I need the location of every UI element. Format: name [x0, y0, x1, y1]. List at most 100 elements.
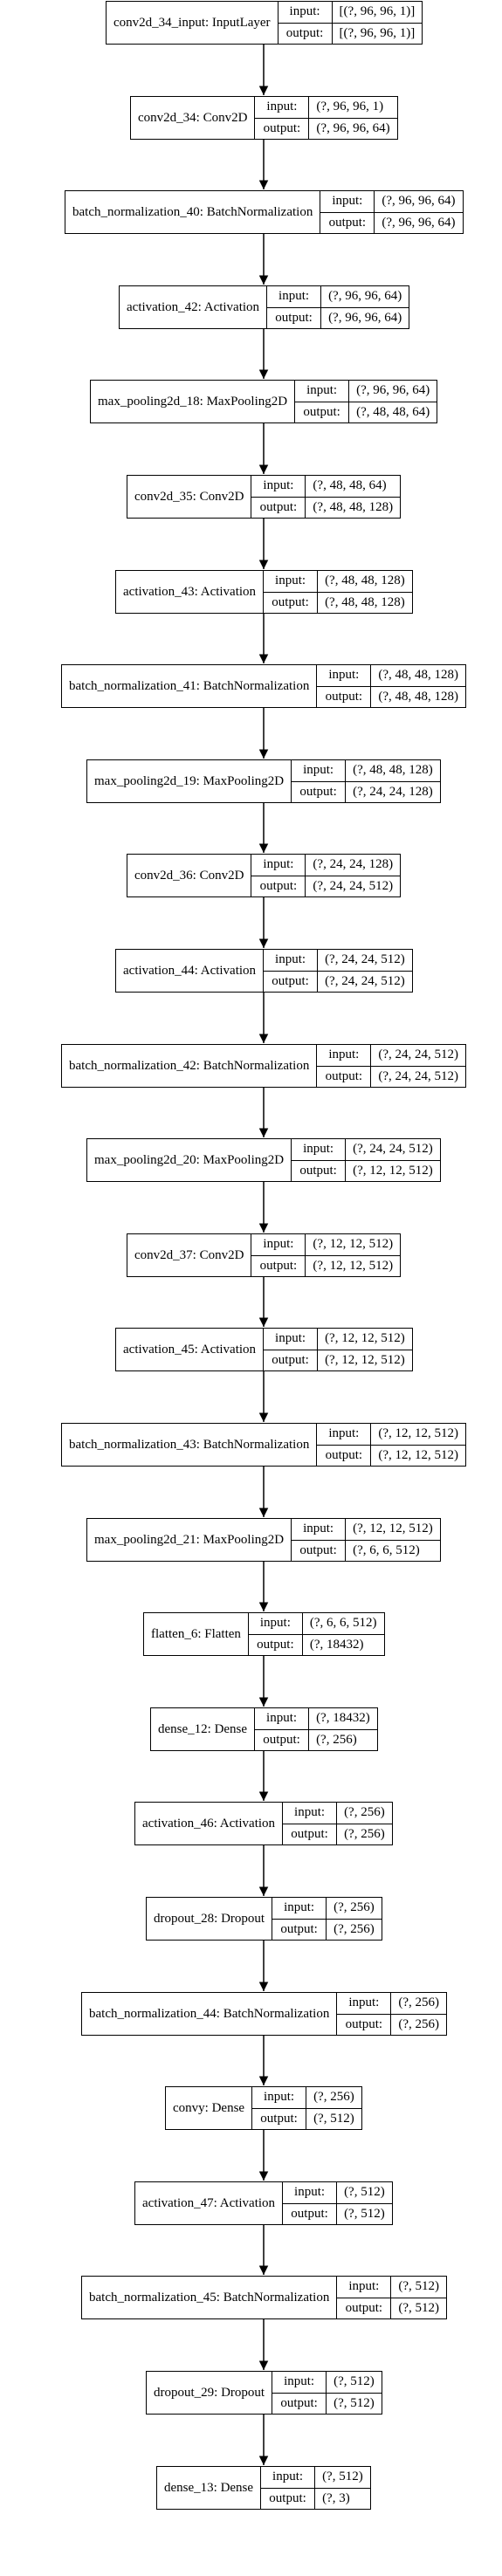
- layer-name: batch_normalization_45: BatchNormalizati…: [82, 2277, 338, 2318]
- input-label: input:: [251, 855, 306, 876]
- input-shape: (?, 96, 96, 1): [316, 100, 384, 114]
- layer-output-row: output: (?, 48, 48, 128): [317, 685, 465, 707]
- output-label: output:: [251, 1255, 306, 1276]
- output-label: output:: [255, 118, 310, 139]
- output-label: output:: [292, 781, 347, 802]
- input-shape: (?, 24, 24, 512): [353, 1142, 433, 1157]
- layer-output-row: output:(?, 48, 48, 128): [264, 591, 412, 613]
- layer-io-table: input:(?, 96, 96, 64)output:(?, 48, 48, …: [295, 381, 437, 422]
- layer-io-table: input:(?, 96, 96, 64)output:(?, 96, 96, …: [267, 286, 409, 328]
- layer-name: batch_normalization_43: BatchNormalizati…: [62, 1424, 318, 1466]
- output-label: output:: [295, 402, 350, 422]
- layer-name: conv2d_35: Conv2D: [127, 476, 252, 518]
- layer-input-row: input:(?, 256): [283, 1803, 392, 1824]
- layer-name: convy: Dense: [166, 2087, 253, 2129]
- input-shape: (?, 96, 96, 64): [382, 194, 456, 209]
- output-shape: (?, 24, 24, 128): [353, 784, 433, 799]
- layer-input-row: input:(?, 512): [261, 2467, 370, 2488]
- input-label: input:: [264, 950, 319, 971]
- layer-io-table: input:(?, 96, 96, 1)output:(?, 96, 96, 6…: [255, 97, 397, 139]
- output-label: output:: [317, 1066, 372, 1087]
- output-shape: [(?, 96, 96, 1)]: [339, 25, 416, 40]
- layer-input-row: input:(?, 48, 48, 64): [251, 476, 400, 497]
- input-shape: (?, 48, 48, 64): [313, 478, 387, 493]
- layer-input-row: input: (?, 256): [272, 1898, 382, 1919]
- layer-input-row: input: (?, 12, 12, 512): [292, 1519, 440, 1540]
- input-shape: (?, 256): [334, 1900, 375, 1915]
- layer-name: activation_47: Activation: [135, 2182, 284, 2224]
- output-shape: (?, 96, 96, 64): [328, 310, 402, 325]
- layer-output-row: output:(?, 96, 96, 64): [267, 306, 409, 328]
- layer-output-row: output:(?, 512): [283, 2202, 392, 2224]
- layer-input-row: input:(?, 12, 12, 512): [251, 1234, 400, 1255]
- layer-input-row: input:(?, 24, 24, 128): [251, 855, 400, 876]
- output-label: output:: [255, 1729, 310, 1750]
- input-label: input:: [272, 1898, 327, 1919]
- layer-input-row: input:(?, 6, 6, 512): [249, 1613, 384, 1634]
- layer-output-row: output:(?, 24, 24, 512): [251, 875, 401, 896]
- layer-output-row: output:(?, 12, 12, 512): [264, 1349, 412, 1370]
- layer-node: batch_normalization_42: BatchNormalizati…: [61, 1044, 466, 1088]
- output-shape: (?, 96, 96, 64): [316, 120, 390, 135]
- layer-output-row: output: (?, 96, 96, 64): [255, 117, 397, 139]
- layer-io-table: input:(?, 512)output:(?, 512): [337, 2277, 446, 2318]
- layer-io-table: input:(?, 256)output:(?, 512): [252, 2087, 361, 2129]
- layer-output-row: output: (?, 256): [255, 1728, 377, 1750]
- input-label: input:: [337, 2277, 392, 2298]
- output-label: output:: [279, 23, 333, 44]
- layer-name: activation_44: Activation: [116, 950, 265, 992]
- layer-node: batch_normalization_43: BatchNormalizati…: [61, 1423, 466, 1467]
- input-label: input:: [317, 1045, 372, 1066]
- output-shape: (?, 48, 48, 128): [378, 689, 458, 704]
- layer-input-row: input:(?, 512): [337, 2277, 446, 2298]
- layer-io-table: input:(?, 96, 96, 64)output:(?, 96, 96, …: [320, 191, 463, 233]
- input-shape: (?, 12, 12, 512): [353, 1522, 433, 1536]
- output-shape: (?, 256): [316, 1732, 357, 1747]
- layer-name: activation_42: Activation: [120, 286, 268, 328]
- input-shape: (?, 256): [398, 1996, 439, 2010]
- layer-node: batch_normalization_44: BatchNormalizati…: [81, 1992, 447, 2036]
- output-shape: (?, 96, 96, 64): [382, 215, 456, 230]
- layer-name: activation_45: Activation: [116, 1329, 265, 1370]
- layer-name: conv2d_34: Conv2D: [131, 97, 256, 139]
- layer-name: conv2d_37: Conv2D: [127, 1234, 252, 1276]
- output-label: output:: [264, 1350, 319, 1370]
- input-shape: (?, 48, 48, 128): [378, 668, 458, 683]
- output-label: output:: [317, 686, 372, 707]
- layer-name: activation_46: Activation: [135, 1803, 284, 1844]
- output-shape: (?, 12, 12, 512): [378, 1447, 458, 1462]
- input-label: input:: [292, 1519, 347, 1540]
- output-shape: (?, 48, 48, 64): [356, 404, 430, 419]
- input-label: input:: [295, 381, 350, 402]
- input-shape: [(?, 96, 96, 1)]: [339, 4, 416, 19]
- layer-input-row: input:(?, 512): [283, 2182, 392, 2203]
- input-shape: (?, 24, 24, 512): [378, 1048, 458, 1062]
- layer-name: dropout_28: Dropout: [147, 1898, 273, 1940]
- input-shape: (?, 256): [344, 1805, 385, 1820]
- input-shape: (?, 256): [313, 2090, 354, 2105]
- input-label: input:: [264, 571, 319, 592]
- output-shape: (?, 512): [334, 2395, 375, 2410]
- layer-io-table: input:(?, 12, 12, 512)output:(?, 12, 12,…: [251, 1234, 401, 1276]
- layer-io-table: input:(?, 48, 48, 128)output:(?, 48, 48,…: [264, 571, 412, 613]
- layer-io-table: input:(?, 48, 48, 128)output:(?, 48, 48,…: [317, 665, 465, 707]
- layer-output-row: output: [(?, 96, 96, 1)]: [278, 22, 423, 44]
- layer-name: batch_normalization_44: BatchNormalizati…: [82, 1993, 338, 2035]
- layer-name: max_pooling2d_20: MaxPooling2D: [87, 1139, 292, 1181]
- layer-node: batch_normalization_41: BatchNormalizati…: [61, 664, 466, 708]
- layer-output-row: output:(?, 512): [252, 2107, 361, 2129]
- output-label: output:: [261, 2488, 316, 2509]
- input-label: input:: [320, 191, 375, 212]
